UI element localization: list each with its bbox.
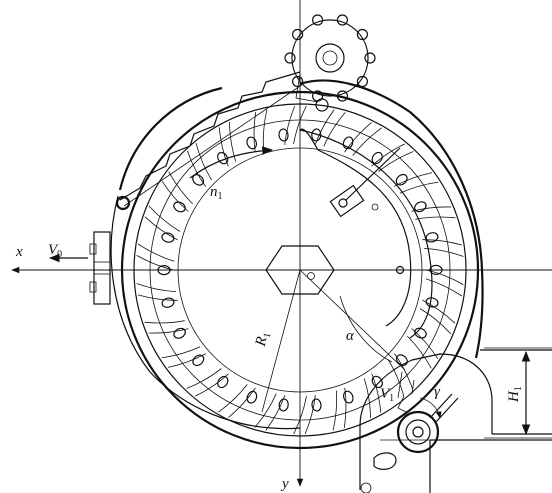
scoop-finger	[136, 243, 175, 271]
top-sprocket	[284, 14, 376, 112]
scoop-finger	[144, 205, 181, 241]
scoop-finger	[419, 299, 456, 335]
angle-alpha	[299, 269, 406, 371]
scoop-finger	[293, 395, 316, 435]
seed-cell	[414, 327, 427, 339]
seed-cell	[173, 327, 186, 339]
label-alpha: α	[346, 328, 355, 344]
seed-cell	[246, 136, 258, 150]
rotation-arrow-n1	[189, 146, 274, 179]
scoop-finger	[218, 384, 256, 418]
seed-cell	[161, 232, 175, 243]
label-v0: V0	[48, 242, 62, 260]
seed-cell	[192, 354, 205, 367]
seed-cell	[192, 174, 205, 186]
seed-cell	[425, 297, 439, 308]
scoop-finger	[218, 121, 237, 167]
scoop-finger	[363, 373, 382, 419]
label-x-axis: x	[15, 244, 23, 260]
seed-scoop-ring	[136, 105, 464, 435]
sprocket-tooth	[336, 14, 348, 26]
label-y-axis: y	[280, 476, 289, 492]
scoop-finger	[186, 368, 229, 397]
label-r1: R1	[253, 330, 274, 349]
seed-cell	[311, 398, 322, 412]
seed-cell	[217, 151, 229, 165]
label-gamma: γ	[434, 384, 441, 400]
label-n1: n1	[210, 184, 223, 202]
seed-cell	[278, 128, 289, 142]
scoop-finger	[284, 105, 307, 145]
seed-cell	[342, 390, 354, 404]
seed-cell	[217, 375, 229, 389]
scoop-finger	[187, 143, 213, 187]
seed-cell	[371, 151, 383, 165]
seed-cell	[342, 136, 354, 150]
radius-line-r1	[261, 269, 301, 413]
sprocket-tooth	[356, 75, 368, 88]
scoop-finger	[344, 122, 382, 156]
scoop-finger	[387, 353, 413, 397]
label-v1: V1	[380, 386, 394, 404]
scoop-finger	[161, 171, 193, 212]
pivot-pin-left	[115, 195, 131, 211]
scoop-finger	[136, 283, 178, 301]
sprocket-tooth	[284, 52, 296, 64]
seed-cell	[395, 173, 408, 186]
seed-cell	[414, 201, 427, 213]
scoop-finger	[425, 269, 464, 297]
seed-cell	[161, 297, 175, 308]
sprocket-tooth	[312, 14, 324, 26]
scoop-finger	[253, 109, 268, 153]
seed-cell	[278, 398, 289, 412]
scoop-finger	[314, 109, 346, 147]
seed-cell	[246, 390, 258, 404]
seed-cell	[425, 232, 439, 243]
scoop-finger	[161, 346, 206, 368]
ejector-arm	[299, 128, 433, 339]
sawtooth-guide	[119, 71, 301, 207]
seed-cell	[173, 201, 186, 213]
sprocket-tooth	[292, 28, 304, 41]
scoop-finger	[407, 328, 439, 369]
coordinate-axes	[11, 0, 552, 487]
seed-cell	[371, 375, 383, 389]
label-h1: H1	[506, 386, 524, 403]
sprocket-tooth	[364, 52, 376, 64]
sprocket-tooth	[336, 90, 348, 102]
sprocket-tooth	[356, 28, 368, 41]
scoop-finger	[144, 320, 189, 334]
seed-tube-assembly	[359, 349, 552, 493]
scoop-finger	[254, 393, 286, 431]
scoop-finger	[332, 387, 347, 431]
left-clamp	[89, 231, 111, 305]
dimension-h1	[484, 347, 552, 439]
seed-cell	[395, 354, 408, 366]
